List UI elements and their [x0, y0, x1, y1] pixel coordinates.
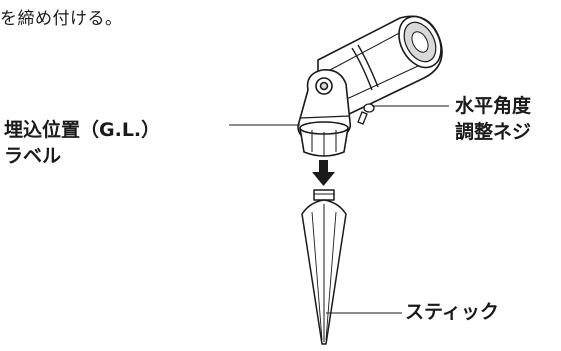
- label-gl-position: 埋込位置（G.L.） ラベル: [4, 117, 160, 169]
- caption-text: を締め付ける。: [0, 9, 123, 29]
- spotlight-icon: [317, 15, 443, 117]
- joint-bracket: [297, 68, 352, 139]
- arrow-down-icon: [312, 160, 335, 186]
- ground-stake-icon: [301, 199, 347, 345]
- label-gl-line1: 埋込位置（G.L.）: [4, 119, 161, 141]
- label-gl-line2: ラベル: [4, 145, 62, 167]
- label-angle-screw: 水平角度 調整ネジ: [455, 93, 531, 145]
- leader-lines: [229, 105, 449, 314]
- label-angle-line1: 水平角度: [455, 95, 532, 117]
- stake-collar: [313, 189, 335, 201]
- angle-screw: [357, 103, 375, 125]
- label-angle-line2: 調整ネジ: [455, 121, 532, 143]
- label-stick: スティック: [405, 301, 499, 323]
- socket-base: [299, 121, 349, 157]
